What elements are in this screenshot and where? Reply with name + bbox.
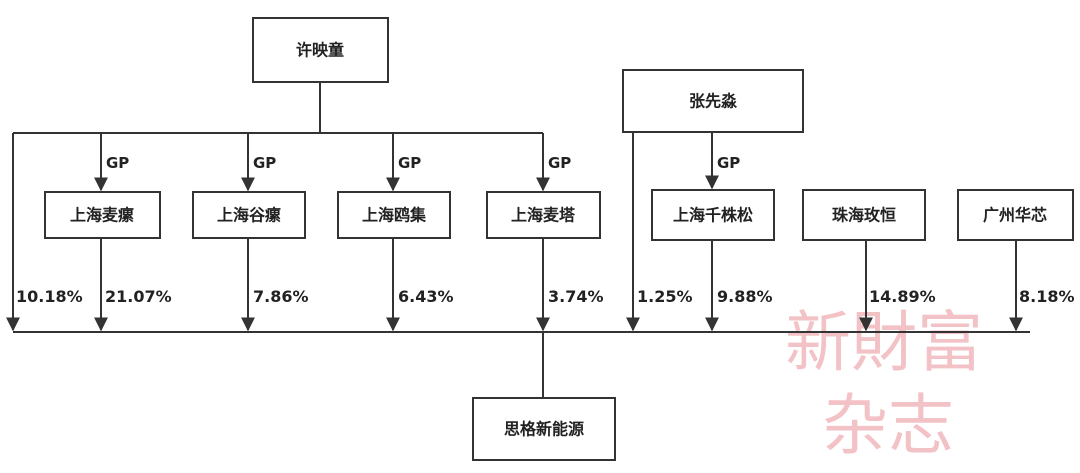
person-zhang-label: 张先淼 xyxy=(689,92,738,111)
watermark-line1: 新財富 xyxy=(785,304,983,381)
person-xu: 许映童 xyxy=(252,17,389,83)
watermark: 新財富 杂志 xyxy=(785,304,983,464)
pct-entity: 21.07% xyxy=(105,287,172,306)
pct-zhang-direct: 1.25% xyxy=(637,287,693,306)
target-company: 思格新能源 xyxy=(472,397,616,461)
gp-label: GP xyxy=(548,154,571,172)
pct-entity: 8.18% xyxy=(1019,287,1075,306)
entity-label: 珠海玫恒 xyxy=(832,206,896,225)
entity-box: 珠海玫恒 xyxy=(802,189,926,241)
pct-entity: 14.89% xyxy=(869,287,936,306)
person-zhang: 张先淼 xyxy=(622,69,804,133)
entity-box: 上海谷瘰 xyxy=(192,191,306,239)
entity-box: 上海麦塔 xyxy=(486,191,601,239)
pct-entity: 7.86% xyxy=(253,287,309,306)
pct-xu-direct: 10.18% xyxy=(16,287,83,306)
gp-label: GP xyxy=(398,154,421,172)
entity-label: 广州华芯 xyxy=(983,206,1047,225)
connectors xyxy=(6,82,1030,398)
entity-label: 上海千株松 xyxy=(673,206,753,225)
entity-label: 上海谷瘰 xyxy=(217,206,281,225)
entity-box: 上海千株松 xyxy=(651,189,775,241)
pct-entity: 6.43% xyxy=(398,287,454,306)
watermark-line2: 杂志 xyxy=(822,387,954,464)
gp-label: GP xyxy=(717,154,740,172)
pct-entity: 3.74% xyxy=(548,287,604,306)
target-company-label: 思格新能源 xyxy=(504,420,584,439)
pct-entity: 9.88% xyxy=(717,287,773,306)
entity-box: 广州华芯 xyxy=(957,189,1074,241)
entity-box: 上海鸥集 xyxy=(337,191,451,239)
entity-label: 上海鸥集 xyxy=(362,206,427,225)
person-xu-label: 许映童 xyxy=(296,41,344,60)
entity-box: 上海麦瘰 xyxy=(44,191,161,239)
gp-label: GP xyxy=(253,154,276,172)
gp-label: GP xyxy=(106,154,129,172)
entity-label: 上海麦塔 xyxy=(511,206,576,225)
entity-label: 上海麦瘰 xyxy=(70,206,134,225)
